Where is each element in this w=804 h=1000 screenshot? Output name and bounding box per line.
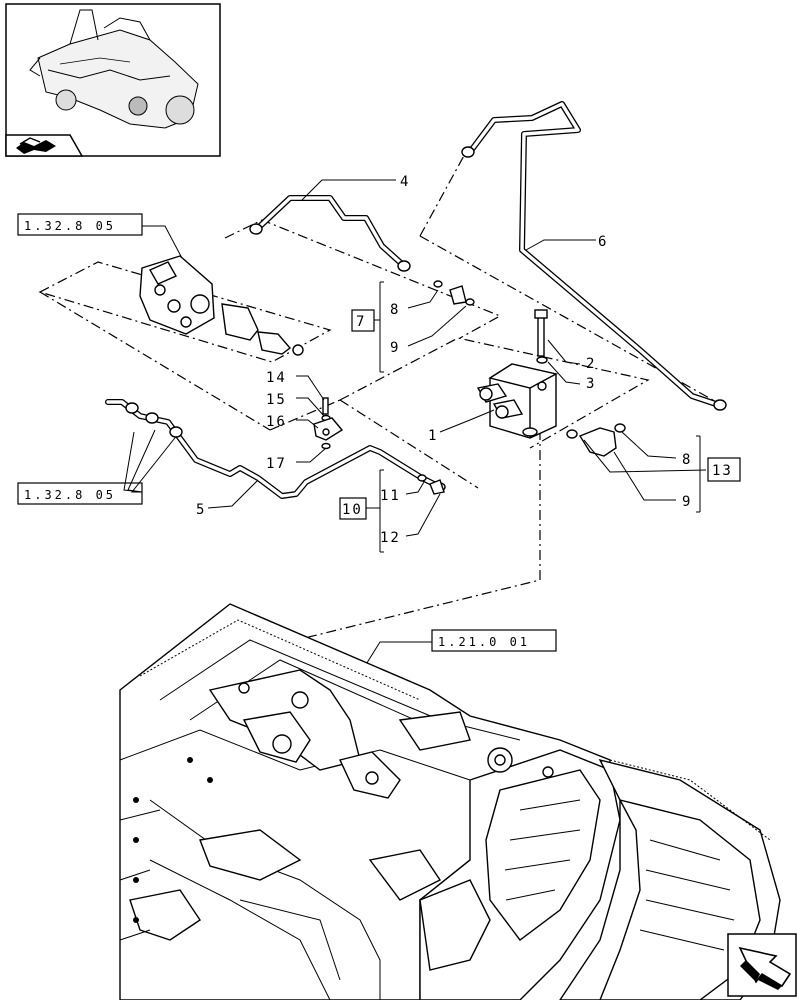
transmission-housing xyxy=(119,603,781,1000)
callout-14: 14 xyxy=(266,370,287,386)
fittings-mid xyxy=(417,474,445,495)
callout-8a: 8 xyxy=(390,302,400,318)
bracket-16 xyxy=(313,397,344,450)
callout-box-10[interactable]: 10 xyxy=(339,497,367,520)
callout-9b: 9 xyxy=(682,494,692,510)
callout-17: 17 xyxy=(266,456,287,472)
reference-valve-left-label: 1.32.8 05 xyxy=(24,488,116,502)
reference-housing-label: 1.21.0 01 xyxy=(438,635,530,649)
callout-10: 10 xyxy=(342,502,363,518)
pipe-6 xyxy=(461,101,727,411)
callout-6: 6 xyxy=(598,234,608,250)
callout-13: 13 xyxy=(712,463,733,479)
callout-12: 12 xyxy=(380,530,401,546)
callout-4: 4 xyxy=(400,174,410,190)
reference-valve-top[interactable]: 1.32.8 05 xyxy=(17,213,185,263)
control-valve-assembly xyxy=(139,255,304,356)
callout-7: 7 xyxy=(356,314,366,330)
valve-block-1 xyxy=(476,363,558,439)
callout-box-7[interactable]: 7 xyxy=(351,309,375,332)
bolt-2 xyxy=(534,309,548,364)
callout-11: 11 xyxy=(380,488,401,504)
thumbnail-panel[interactable] xyxy=(5,3,221,157)
reference-housing[interactable]: 1.21.0 01 xyxy=(349,629,557,691)
pipe-4 xyxy=(249,195,411,272)
tractor-assembly-thumbnail xyxy=(29,9,199,129)
callout-box-13[interactable]: 13 xyxy=(707,457,741,482)
fittings-top xyxy=(433,280,475,306)
callout-5: 5 xyxy=(196,502,206,518)
callout-16: 16 xyxy=(266,414,287,430)
elbow-fitting-13 xyxy=(566,423,626,457)
callout-1: 1 xyxy=(428,428,438,444)
part-view-badge-icon xyxy=(5,134,84,157)
callout-2: 2 xyxy=(586,356,596,372)
reference-valve-top-label: 1.32.8 05 xyxy=(24,219,116,233)
reference-valve-left[interactable]: 1.32.8 05 xyxy=(17,429,179,505)
callout-8b: 8 xyxy=(682,452,692,468)
leader-lines xyxy=(207,179,707,553)
callout-15: 15 xyxy=(266,392,287,408)
next-page-arrow-icon[interactable] xyxy=(727,933,797,997)
callout-3: 3 xyxy=(586,376,596,392)
callout-9a: 9 xyxy=(390,340,400,356)
